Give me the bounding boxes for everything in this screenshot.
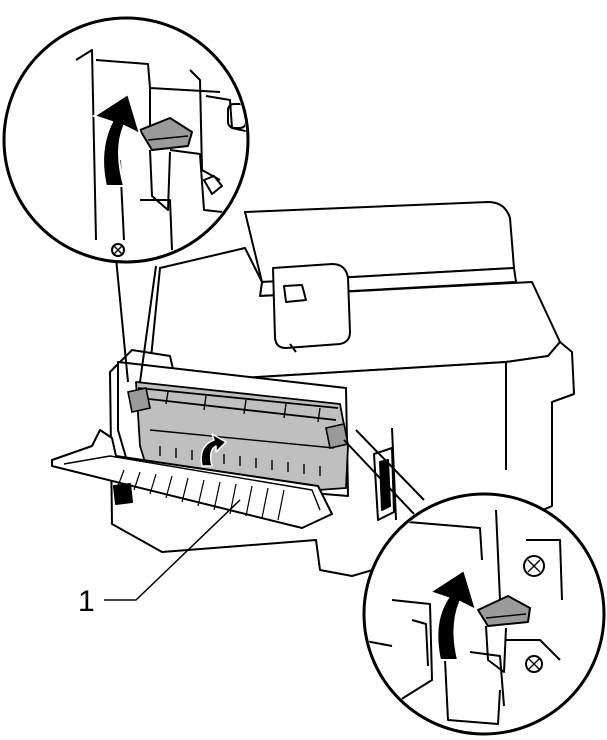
release-lever-right-icon bbox=[325, 423, 349, 449]
arrow-up-icon bbox=[91, 92, 142, 187]
arrow-up-icon bbox=[427, 568, 478, 661]
arrow-up-icon bbox=[200, 433, 227, 467]
zoom-circle-left bbox=[2, 16, 250, 383]
zoom-circle-right bbox=[343, 429, 606, 736]
release-lever-left-icon bbox=[127, 387, 151, 413]
back-door-icon bbox=[51, 429, 333, 529]
callout-label: 1 bbox=[78, 585, 95, 618]
callout-1: 1 bbox=[78, 499, 241, 618]
